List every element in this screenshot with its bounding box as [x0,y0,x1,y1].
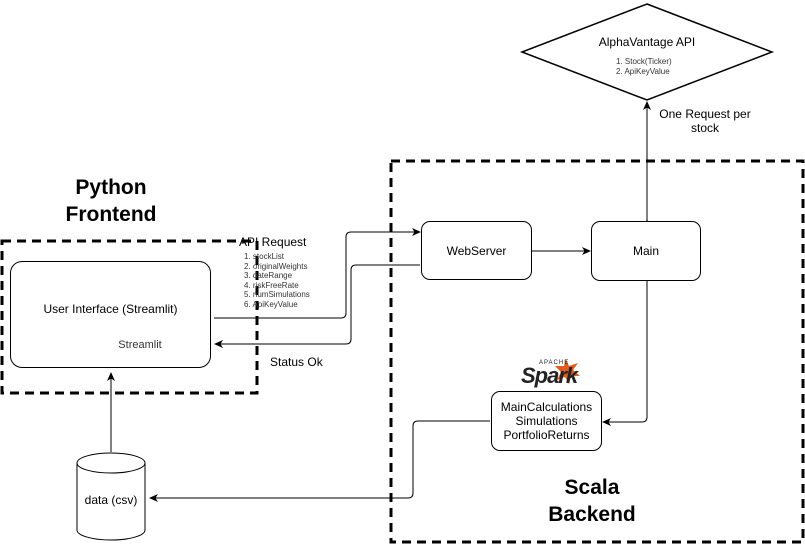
request-param-6: 6. ApiKeyValue [244,299,298,309]
one-request-note-line2: stock [690,121,719,135]
request-param-3: 3. dateRange [244,271,293,281]
spark-logo-text: Spark [521,363,578,388]
calculations-to-data-arrow [149,420,490,502]
main-to-calculations-arrow [602,281,648,426]
api-request-params: 1. stockList 2. originalWeights 3. dateR… [244,252,310,310]
one-request-note-line1: One Request per [659,107,751,121]
calculations-box: MainCalculations Simulations PortfolioRe… [491,391,602,451]
api-request-title: API Request [239,235,307,249]
user-interface-box [10,261,211,368]
alphavantage-diamond [519,3,775,101]
spark-star-icon [555,359,580,384]
calc-line-returns: PortfolioReturns [503,428,590,442]
alphavantage-param-2: 2. ApiKeyValue [616,66,670,76]
main-label: Main [632,244,659,258]
backend-title-line1: Scala [564,476,620,499]
webserver-label: WebServer [446,243,507,258]
alphavantage-title: AlphaVantage API [598,35,696,49]
frontend-title: Python Frontend [55,174,167,228]
user-interface-label: User Interface (Streamlit) [43,302,178,316]
request-param-1: 1. stockList [244,252,285,261]
data-csv-cylinder [76,452,146,541]
frontend-container [0,239,259,395]
streamlit-logo-text: Streamlit [118,339,162,351]
calc-line-simulations: Simulations [515,414,578,428]
status-ok-arrow [214,264,420,348]
alphavantage-param-1: 1. Stock(Ticker) [616,57,672,66]
alphavantage-params: 1. Stock(Ticker) 2. ApiKeyValue [616,57,672,76]
webserver-box: WebServer [421,221,532,280]
spark-logo-subtext: APACHE [539,360,570,366]
data-csv-label: data (csv) [84,493,138,507]
frontend-title-line2: Frontend [65,203,157,226]
backend-title: Scala Backend [532,474,652,528]
request-param-4: 4. riskFreeRate [244,280,299,290]
backend-container [389,159,805,544]
frontend-title-line1: Python [75,176,147,199]
backend-title-line2: Backend [548,503,636,526]
request-param-2: 2. originalWeights [244,261,308,271]
status-ok-label: Status Ok [270,355,323,369]
main-box: Main [591,221,701,281]
calc-line-main: MainCalculations [500,400,593,414]
request-param-5: 5. numSimulations [244,290,310,300]
api-request-arrow [214,228,421,319]
one-request-note: One Request per stock [655,107,755,135]
